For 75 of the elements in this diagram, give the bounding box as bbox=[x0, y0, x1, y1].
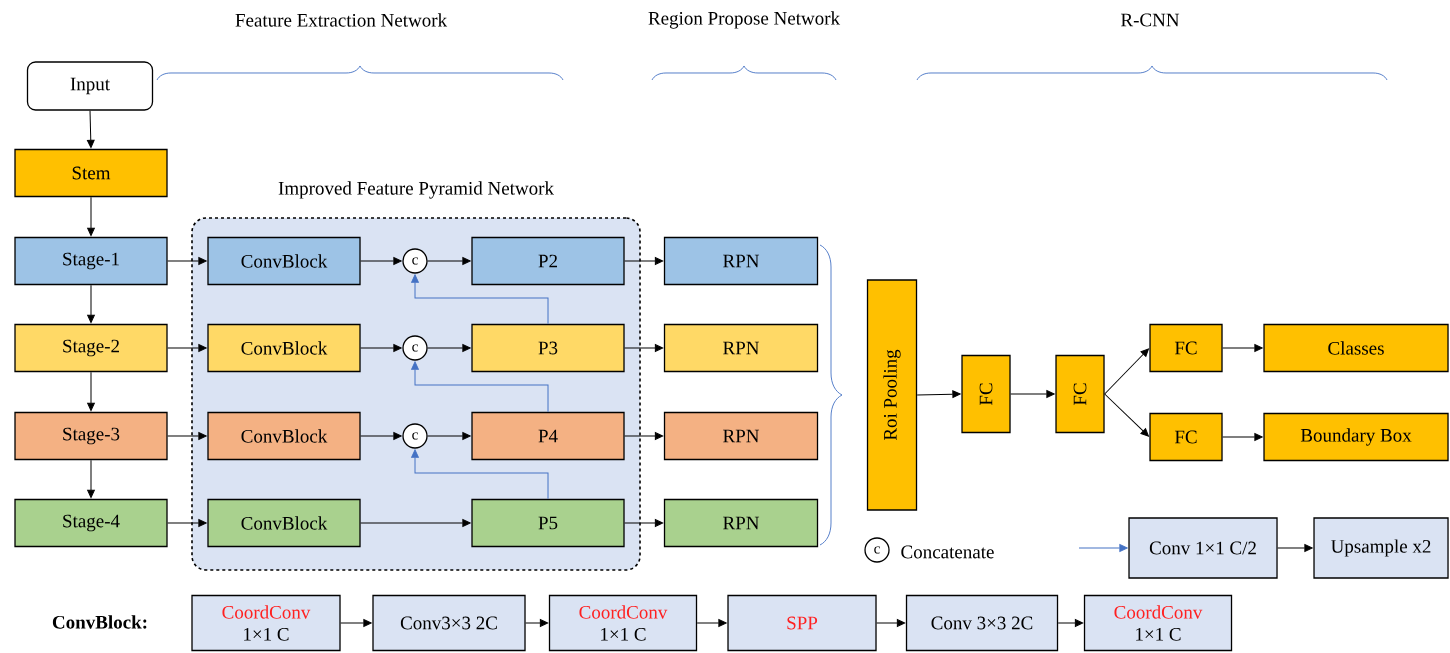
arrow bbox=[87, 459, 95, 499]
arrow bbox=[427, 257, 471, 265]
arrow bbox=[1222, 433, 1263, 441]
arrow bbox=[427, 344, 471, 352]
process-box: FC bbox=[961, 354, 1011, 434]
arrow bbox=[411, 449, 549, 500]
process-box: Conv 1×1 C/2 bbox=[1128, 517, 1278, 579]
stage-box: Stage-2 bbox=[14, 323, 168, 373]
arrow bbox=[360, 344, 402, 352]
stage-box: Stage-3 bbox=[14, 411, 168, 461]
process-box: Stem bbox=[14, 148, 168, 198]
arrow bbox=[525, 619, 549, 627]
section-label: Feature Extraction Network bbox=[235, 13, 448, 27]
arrow bbox=[427, 432, 471, 440]
arrow bbox=[876, 619, 906, 627]
process-box: CoordConv 1×1 C bbox=[548, 594, 698, 652]
process-box: FC bbox=[1055, 354, 1105, 434]
arrow bbox=[360, 257, 402, 265]
process-box: CoordConv 1×1 C bbox=[191, 594, 341, 652]
arrow bbox=[360, 519, 471, 527]
process-box: CoordConv 1×1 C bbox=[1083, 594, 1233, 652]
arrow bbox=[1057, 619, 1084, 627]
stage-box: Stage-1 bbox=[14, 236, 168, 286]
arrow bbox=[696, 619, 727, 627]
arrow bbox=[916, 390, 961, 399]
arrow bbox=[1222, 344, 1263, 352]
process-box: P3 bbox=[471, 323, 625, 373]
process-box: Conv3×3 2C bbox=[372, 594, 526, 652]
process-box: ConvBlock bbox=[207, 498, 361, 548]
process-box: FC bbox=[1149, 412, 1223, 462]
arrow bbox=[411, 274, 549, 325]
arrow bbox=[1104, 348, 1149, 395]
process-box: P2 bbox=[471, 236, 625, 286]
arrow bbox=[624, 432, 664, 440]
arrow bbox=[1078, 544, 1128, 552]
arrow bbox=[1277, 544, 1313, 552]
arrow bbox=[167, 519, 207, 527]
arrow bbox=[624, 519, 664, 527]
process-box: ConvBlock bbox=[207, 411, 361, 461]
stage-box: Stage-4 bbox=[14, 498, 168, 548]
process-box: Conv 3×3 2C bbox=[905, 594, 1059, 652]
group-heading: Improved Feature Pyramid Network bbox=[278, 181, 554, 199]
arrow bbox=[411, 361, 549, 413]
section-label: Region Propose Network bbox=[648, 11, 841, 29]
section-label: ConvBlock: bbox=[52, 615, 147, 629]
arrow bbox=[167, 432, 207, 440]
output-box: Boundary Box bbox=[1263, 412, 1449, 462]
process-box: Upsample x2 bbox=[1313, 517, 1449, 579]
arrow bbox=[87, 196, 95, 237]
arrow bbox=[624, 257, 664, 265]
process-box: P4 bbox=[471, 411, 625, 461]
output-box: Classes bbox=[1263, 323, 1449, 373]
process-box: Roi Pooling bbox=[866, 279, 918, 511]
arrow bbox=[87, 371, 95, 412]
process-box: RPN bbox=[663, 323, 819, 373]
arrow bbox=[624, 344, 664, 352]
arrow bbox=[86, 110, 95, 149]
arrow bbox=[167, 257, 207, 265]
arrow bbox=[360, 432, 402, 440]
process-box: SPP bbox=[727, 594, 877, 652]
arrow bbox=[1010, 390, 1055, 398]
process-box: ConvBlock bbox=[207, 323, 361, 373]
process-box: RPN bbox=[663, 498, 819, 548]
process-box: RPN bbox=[663, 236, 819, 286]
input-box: Input bbox=[26, 61, 154, 111]
arrow bbox=[340, 619, 372, 627]
process-box: FC bbox=[1149, 323, 1223, 373]
process-box: ConvBlock bbox=[207, 236, 361, 286]
process-box: P5 bbox=[471, 498, 625, 548]
arrow bbox=[1104, 393, 1149, 437]
arrow bbox=[167, 344, 207, 352]
arrow bbox=[87, 284, 95, 324]
legend-text: Concatenate bbox=[901, 545, 994, 559]
process-box: RPN bbox=[663, 411, 819, 461]
section-label: R-CNN bbox=[1121, 13, 1180, 27]
